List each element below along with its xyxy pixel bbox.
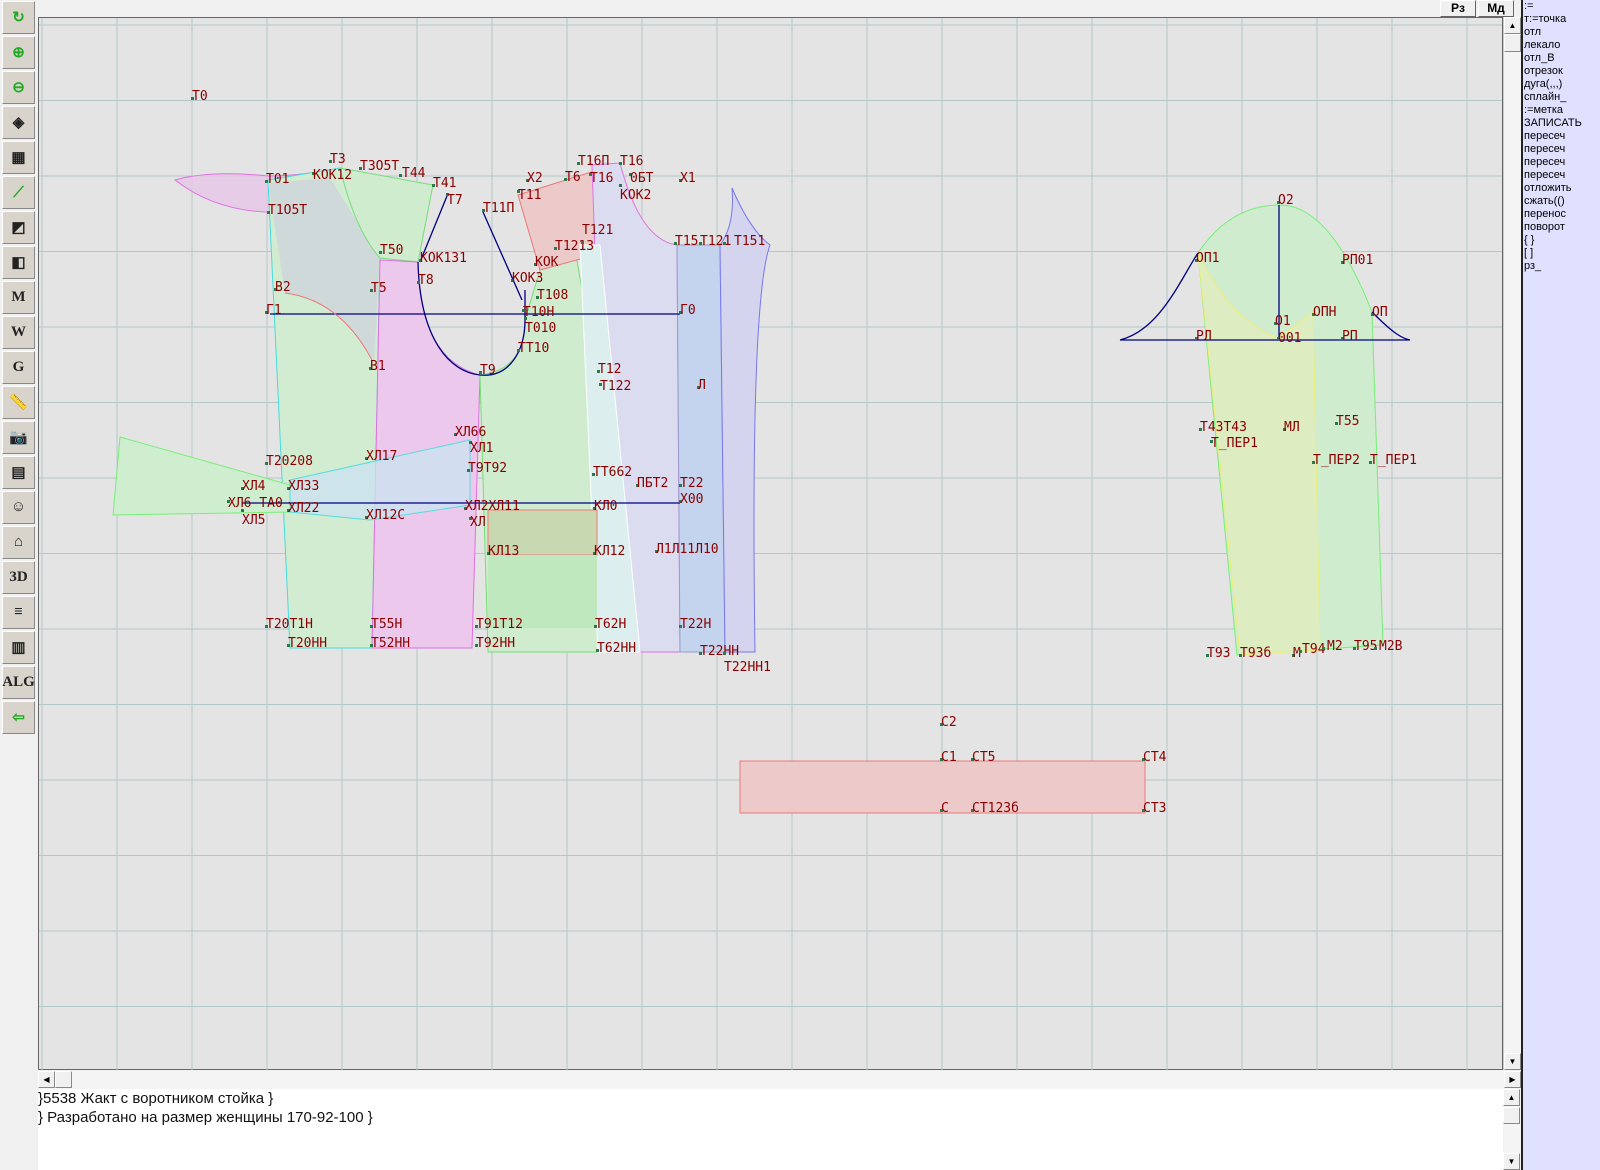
- command-item[interactable]: отл_В: [1524, 52, 1555, 64]
- pattern-m-button[interactable]: M: [2, 281, 35, 314]
- alg-button[interactable]: ALG: [2, 666, 35, 699]
- text-scrollbar[interactable]: ▲ ▼: [1503, 1089, 1521, 1170]
- pattern-g-button[interactable]: G: [2, 351, 35, 384]
- rz-button[interactable]: Рз: [1440, 0, 1476, 17]
- line-button[interactable]: ⟋: [2, 176, 35, 209]
- list-document-button[interactable]: ≡: [2, 596, 35, 629]
- pattern-view-icon: ◈: [12, 115, 25, 131]
- zoom-in-button[interactable]: ⊕: [2, 36, 35, 69]
- scroll-down-button[interactable]: ▼: [1504, 1053, 1521, 1070]
- text-scroll-up[interactable]: ▲: [1503, 1089, 1520, 1106]
- pattern-outline-button[interactable]: ◧: [2, 246, 35, 279]
- scroll-up-button[interactable]: ▲: [1504, 17, 1521, 34]
- command-item[interactable]: лекало: [1524, 39, 1561, 51]
- zoom-out-button[interactable]: ⊖: [2, 71, 35, 104]
- avatar-photo-button[interactable]: ☺: [2, 491, 35, 524]
- jacket-button[interactable]: ⌂: [2, 526, 35, 559]
- pattern-g-icon: G: [12, 359, 25, 375]
- command-item[interactable]: отложить: [1524, 182, 1572, 194]
- exit-icon: ⇦: [12, 710, 25, 726]
- pattern-outline-icon: ◧: [11, 255, 26, 271]
- zoom-out-icon: ⊖: [12, 80, 25, 96]
- ruler-icon: 📏: [9, 395, 28, 411]
- text-scroll-thumb[interactable]: [1503, 1107, 1520, 1124]
- tool-palette: ↻ ⊕ ⊖ ◈ ▦ ⟋ ◩ ◧ M W G 📏 📷 ▤ ☺ ⌂ 3D ≡ ▥ ALG ⇦: [0, 0, 37, 1170]
- avatar-photo-icon: ☺: [10, 499, 27, 515]
- spreadsheet-icon: ▤: [11, 465, 26, 481]
- grid-button[interactable]: ▦: [2, 141, 35, 174]
- command-item[interactable]: поворот: [1524, 221, 1565, 233]
- map-button[interactable]: ◩: [2, 211, 35, 244]
- command-item[interactable]: :=: [1524, 0, 1534, 12]
- drawing-canvas[interactable]: [38, 17, 1503, 1070]
- grid-icon: ▦: [11, 150, 26, 166]
- command-item[interactable]: пересеч: [1524, 156, 1566, 168]
- 3d-button[interactable]: 3D: [2, 561, 35, 594]
- command-item[interactable]: сжать((): [1524, 195, 1565, 207]
- ruler-button[interactable]: 📏: [2, 386, 35, 419]
- md-button[interactable]: Мд: [1478, 0, 1514, 17]
- map-icon: ◩: [11, 220, 26, 236]
- command-item[interactable]: отрезок: [1524, 65, 1563, 77]
- command-item[interactable]: перенос: [1524, 208, 1567, 220]
- exit-button[interactable]: ⇦: [2, 701, 35, 734]
- command-item[interactable]: сплайн_: [1524, 91, 1567, 103]
- scroll-left-button[interactable]: ◀: [38, 1071, 55, 1088]
- camera-button[interactable]: 📷: [2, 421, 35, 454]
- vertical-scrollbar[interactable]: ▲ ▼: [1503, 17, 1521, 1070]
- description-line-1: }5538 Жакт с воротником стойка }: [38, 1090, 274, 1107]
- command-item[interactable]: пересеч: [1524, 130, 1566, 142]
- command-item[interactable]: пересеч: [1524, 169, 1566, 181]
- command-item[interactable]: т:=точка: [1524, 13, 1567, 25]
- command-item[interactable]: отл: [1524, 26, 1542, 38]
- text-scroll-down[interactable]: ▼: [1503, 1153, 1520, 1170]
- books-icon: ▥: [11, 640, 26, 656]
- command-item[interactable]: { }: [1524, 234, 1535, 246]
- top-bar: Рз Мд: [38, 0, 1521, 17]
- camera-icon: 📷: [9, 430, 28, 446]
- spreadsheet-button[interactable]: ▤: [2, 456, 35, 489]
- pattern-m-icon: M: [11, 289, 26, 305]
- list-document-icon: ≡: [14, 604, 23, 620]
- scroll-thumb[interactable]: [1504, 34, 1521, 52]
- refresh-icon: ↻: [12, 10, 25, 26]
- zoom-in-icon: ⊕: [12, 45, 25, 61]
- alg-icon: ALG: [2, 674, 35, 690]
- line-icon: ⟋: [13, 184, 24, 201]
- pattern-view-button[interactable]: ◈: [2, 106, 35, 139]
- command-item[interactable]: ЗАПИСАТЬ: [1524, 117, 1582, 129]
- 3d-icon: 3D: [9, 569, 28, 585]
- refresh-button[interactable]: ↻: [2, 1, 35, 34]
- compass-button[interactable]: W: [2, 316, 35, 349]
- hscroll-thumb[interactable]: [55, 1071, 72, 1088]
- description-text-area[interactable]: }5538 Жакт с воротником стойка } } Разра…: [38, 1089, 1503, 1170]
- books-button[interactable]: ▥: [2, 631, 35, 664]
- horizontal-scrollbar[interactable]: ◀ ▶: [38, 1071, 1521, 1089]
- description-line-2: } Разработано на размер женщины 170-92-1…: [38, 1109, 373, 1126]
- scroll-right-button[interactable]: ▶: [1504, 1071, 1521, 1088]
- command-item[interactable]: пересеч: [1524, 143, 1566, 155]
- command-item[interactable]: :=метка: [1524, 104, 1564, 116]
- command-item[interactable]: [ ]: [1524, 247, 1534, 259]
- command-item[interactable]: рз_: [1524, 260, 1542, 272]
- command-item[interactable]: дуга(,,,): [1524, 78, 1563, 90]
- jacket-icon: ⌂: [13, 534, 23, 550]
- compass-icon: W: [11, 324, 26, 340]
